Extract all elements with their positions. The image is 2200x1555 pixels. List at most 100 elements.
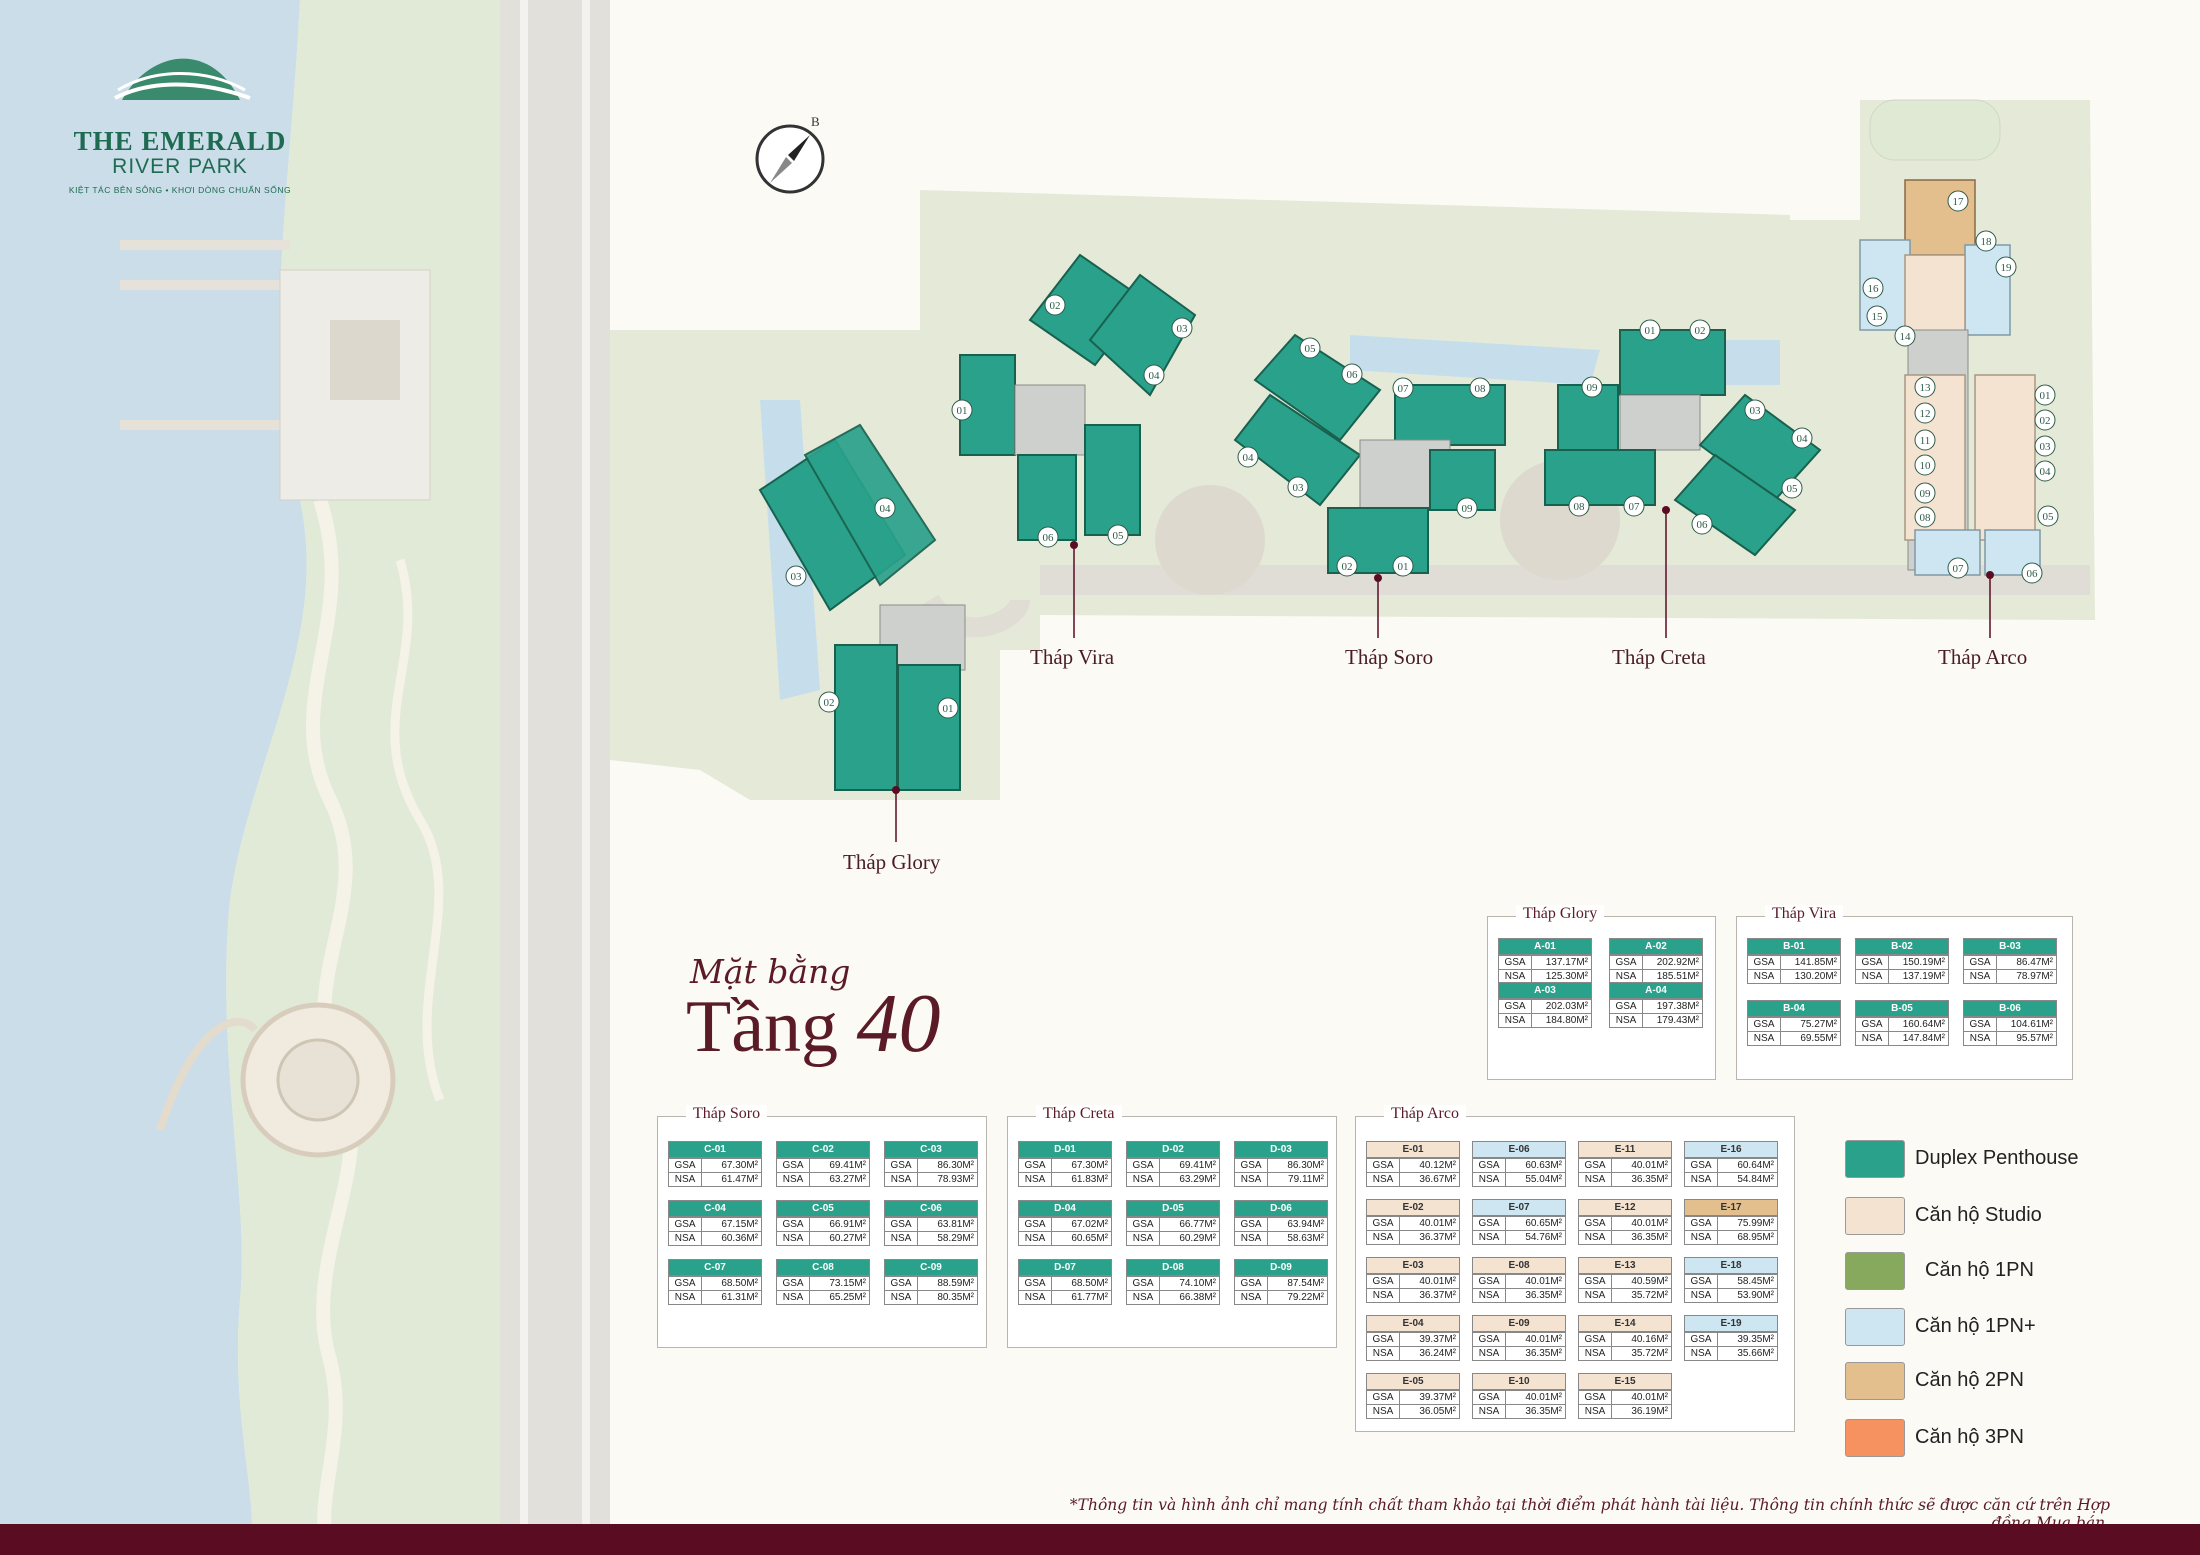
unit-code: B-01 (1747, 938, 1841, 955)
nsa-value: 36.35M² (1611, 1172, 1672, 1187)
unit-number-marker (1689, 319, 1711, 341)
legend-label: Căn hộ 2PN (1915, 1369, 2024, 1391)
unit-number-marker (1341, 363, 1363, 385)
nsa-value: 60.29M² (1159, 1231, 1220, 1246)
gsa-label: GSA (1498, 999, 1532, 1014)
gsa-value: 73.15M² (809, 1276, 870, 1291)
gsa-label: GSA (1472, 1332, 1506, 1347)
unit-code: C-08 (776, 1259, 870, 1276)
unit-number-marker (951, 399, 973, 421)
unit-number-label: 02 (1342, 561, 1353, 573)
area-table-title: Tháp Glory (1516, 905, 1605, 923)
gsa-value: 86.30M² (917, 1158, 978, 1173)
nsa-label: NSA (884, 1290, 918, 1305)
unit-number-marker (1894, 325, 1916, 347)
legend-swatch (1845, 1197, 1905, 1235)
gsa-value: 67.02M² (1051, 1217, 1112, 1232)
gsa-label: GSA (1366, 1274, 1400, 1289)
gsa-label: GSA (1234, 1276, 1268, 1291)
unit-code: D-07 (1018, 1259, 1112, 1276)
gsa-value: 87.54M² (1267, 1276, 1328, 1291)
unit-number-marker (1975, 230, 1997, 252)
gsa-value: 63.94M² (1267, 1217, 1328, 1232)
unit-number-label: 08 (1475, 383, 1487, 395)
unit-number-marker (1862, 277, 1884, 299)
gsa-value: 39.35M² (1717, 1332, 1778, 1347)
unit-code: E-18 (1684, 1257, 1778, 1274)
nsa-label: NSA (884, 1231, 918, 1246)
gsa-label: GSA (1684, 1332, 1718, 1347)
nsa-label: NSA (1684, 1346, 1718, 1361)
gsa-value: 40.16M² (1611, 1332, 1672, 1347)
gsa-value: 40.01M² (1505, 1390, 1566, 1405)
gsa-label: GSA (884, 1276, 918, 1291)
nsa-value: 78.97M² (1996, 969, 2057, 984)
gsa-label: GSA (776, 1158, 810, 1173)
unit-number-marker (1914, 402, 1936, 424)
unit-code: C-01 (668, 1141, 762, 1158)
area-table-title: Tháp Soro (686, 1105, 768, 1123)
unit-number-label: 19 (2001, 262, 2013, 274)
nsa-value: 36.37M² (1399, 1230, 1460, 1245)
nsa-value: 60.65M² (1051, 1231, 1112, 1246)
gsa-value: 75.99M² (1717, 1216, 1778, 1231)
nsa-label: NSA (1234, 1172, 1268, 1187)
legend-label: Duplex Penthouse (1915, 1147, 2079, 1169)
unit-number-marker (2034, 384, 2056, 406)
gsa-value: 137.17M² (1531, 955, 1592, 970)
pool (1350, 335, 1600, 385)
plan-title-number: 40 (856, 977, 941, 1070)
gsa-label: GSA (1018, 1158, 1052, 1173)
unit-number-label: 03 (1750, 405, 1762, 417)
unit-code: E-06 (1472, 1141, 1566, 1158)
gsa-value: 40.01M² (1399, 1216, 1460, 1231)
nsa-value: 79.22M² (1267, 1290, 1328, 1305)
nsa-value: 58.63M² (1267, 1231, 1328, 1246)
nsa-value: 78.93M² (917, 1172, 978, 1187)
nsa-value: 36.05M² (1399, 1404, 1460, 1419)
unit-number-label: 07 (1953, 563, 1965, 575)
unit-number-label: 06 (1347, 369, 1359, 381)
nsa-label: NSA (776, 1290, 810, 1305)
nsa-value: 184.80M² (1531, 1013, 1592, 1028)
gsa-value: 69.41M² (1159, 1158, 1220, 1173)
nsa-value: 35.66M² (1717, 1346, 1778, 1361)
nsa-value: 35.72M² (1611, 1288, 1672, 1303)
nsa-value: 53.90M² (1717, 1288, 1778, 1303)
unit-code: C-02 (776, 1141, 870, 1158)
unit-number-label: 04 (880, 503, 892, 515)
unit-code: E-04 (1366, 1315, 1460, 1332)
gsa-value: 39.37M² (1399, 1390, 1460, 1405)
unit-number-marker (1237, 446, 1259, 468)
unit-number-marker (1456, 497, 1478, 519)
unit-code: E-10 (1472, 1373, 1566, 1390)
unit-number-marker (1287, 476, 1309, 498)
nsa-value: 147.84M² (1888, 1031, 1949, 1046)
gsa-label: GSA (1963, 1017, 1997, 1032)
unit-code: E-11 (1578, 1141, 1672, 1158)
gsa-value: 86.47M² (1996, 955, 2057, 970)
unit-code: E-19 (1684, 1315, 1778, 1332)
unit-number-label: 16 (1868, 283, 1880, 295)
nsa-label: NSA (1578, 1230, 1612, 1245)
tower-vira-footprint (959, 253, 1197, 541)
